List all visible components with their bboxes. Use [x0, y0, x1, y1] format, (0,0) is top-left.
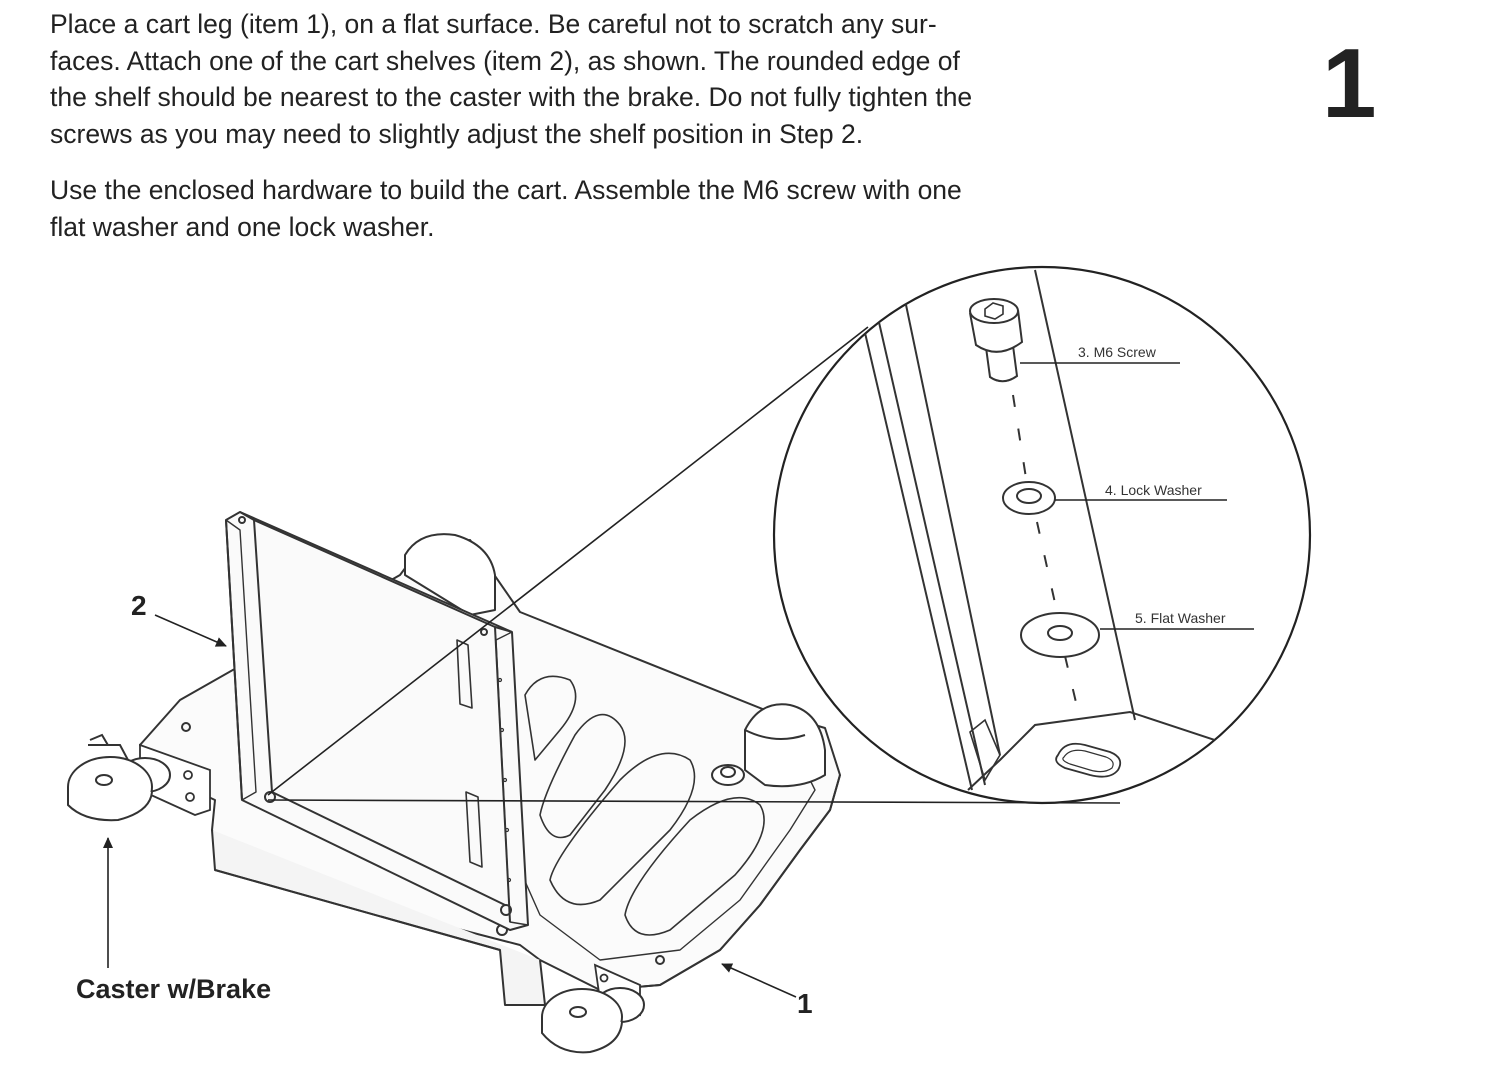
leg-callout-label: 1 — [797, 988, 813, 1019]
instruction-line: the shelf should be nearest to the caste… — [50, 82, 973, 112]
instruction-line: Place a cart leg (item 1), on a flat sur… — [50, 9, 937, 39]
instruction-paragraph-1: Place a cart leg (item 1), on a flat sur… — [50, 6, 1130, 152]
instruction-line: flat washer and one lock washer. — [50, 211, 435, 242]
shelf-callout-label: 2 — [131, 590, 147, 621]
step-number: 1 — [1322, 28, 1377, 138]
lock-washer — [1002, 481, 1056, 515]
m6-screw-label: 3. M6 Screw — [1078, 344, 1157, 360]
caster-wheel-with-brake — [67, 733, 171, 822]
flat-washer-label: 5. Flat Washer — [1135, 610, 1226, 626]
caster-callout-label: Caster w/Brake — [76, 974, 271, 1004]
assembly-axis — [1012, 394, 1080, 716]
lock-washer-label: 4. Lock Washer — [1105, 482, 1202, 498]
detail-zoom-circle: 3. M6 Screw 4. Lock Washer 5. Flat Washe… — [772, 265, 1312, 805]
instruction-paragraph-2: Use the enclosed hardware to build the c… — [50, 172, 1130, 245]
m6-screw — [969, 298, 1024, 383]
instruction-line: faces. Attach one of the cart shelves (i… — [50, 45, 960, 76]
instruction-line: Use the enclosed hardware to build the c… — [50, 175, 962, 205]
cart-shelf — [225, 511, 529, 931]
callout-arrows — [103, 614, 797, 998]
flat-washer — [1020, 612, 1100, 658]
caster-wheel — [541, 987, 645, 1054]
zoom-connector — [267, 326, 1121, 804]
instruction-line: screws as you may need to slightly adjus… — [50, 118, 864, 149]
